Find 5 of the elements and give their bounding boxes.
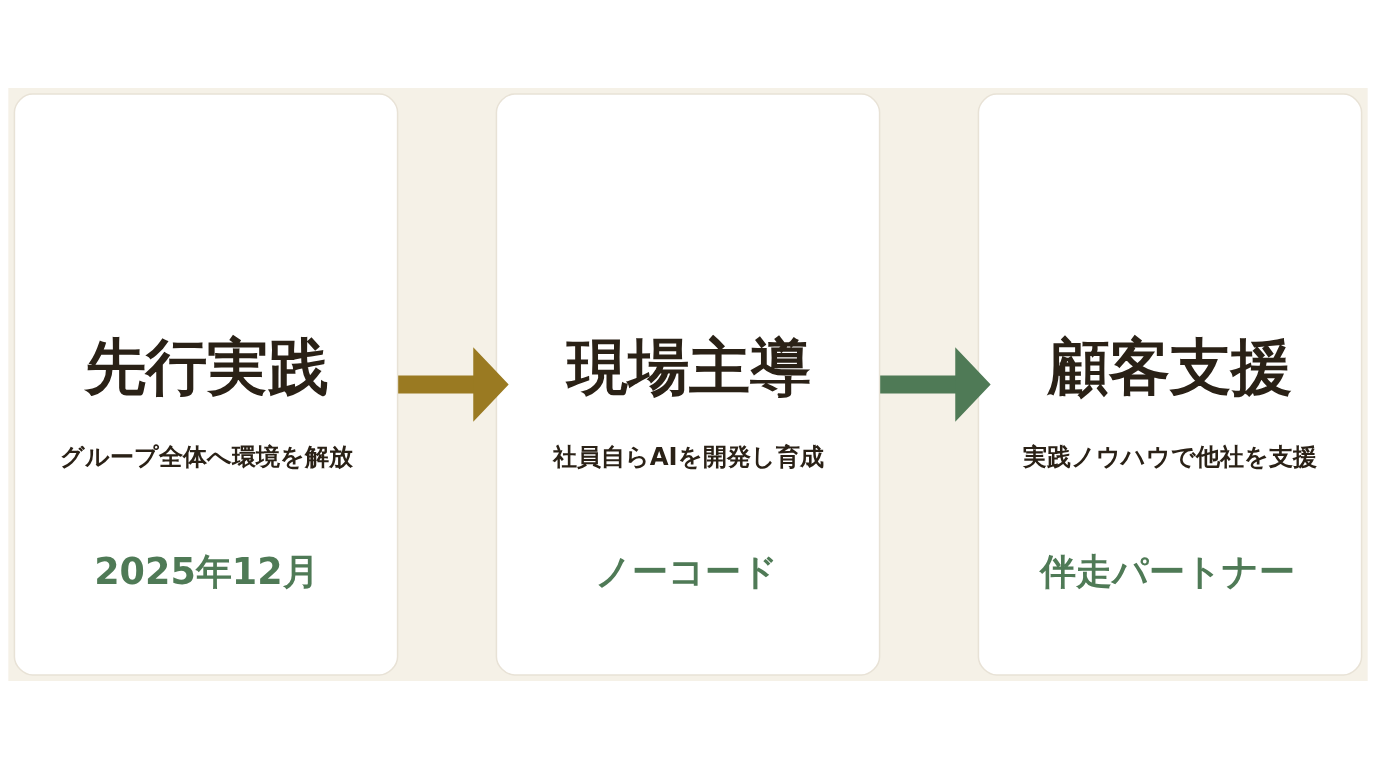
node-box: 先行実践 グループ全体へ環境を解放 2025年12月 [13, 92, 399, 676]
node-box: 現場主導 社員自らAIを開発し育成 ノーコード [495, 92, 881, 676]
arrow [398, 346, 509, 422]
node-box: 顧客支援 実践ノウハウで他社を支援 伴走パートナー [977, 92, 1363, 676]
arrow [880, 346, 991, 422]
